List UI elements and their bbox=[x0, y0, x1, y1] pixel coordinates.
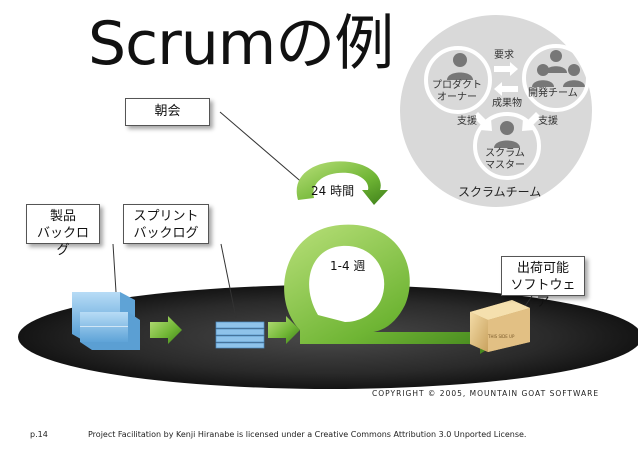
po-circle bbox=[424, 46, 492, 114]
support-right-label: 支援 bbox=[538, 116, 558, 127]
product-backlog-line2: バックログ bbox=[36, 226, 89, 258]
daily-meeting-label: 朝会 bbox=[154, 104, 181, 119]
scrum-master-label: スクラム マスター bbox=[485, 148, 525, 172]
sm-circle bbox=[473, 112, 541, 180]
dev-circle bbox=[522, 44, 590, 112]
flow-arrow-1 bbox=[150, 316, 182, 344]
page-number: p.14 bbox=[30, 430, 48, 439]
scrum-master-line2: マスター bbox=[485, 160, 525, 171]
daily-meeting-callout: 朝会 bbox=[125, 98, 210, 126]
dev-team-icon bbox=[532, 50, 585, 87]
product-owner-icon bbox=[447, 53, 473, 80]
deliverable-label: 成果物 bbox=[492, 98, 522, 109]
page-title: Scrumの例 bbox=[88, 9, 394, 79]
shippable-box bbox=[470, 300, 530, 352]
product-backlog-line1: 製品 bbox=[49, 209, 76, 224]
flow-arrow-2 bbox=[268, 316, 300, 344]
team-circle bbox=[400, 15, 592, 207]
daily-loop-arrow bbox=[296, 161, 388, 205]
product-backlog-callout: 製品 バックログ bbox=[26, 204, 100, 258]
copyright-text: COPYRIGHT © 2005, MOUNTAIN GOAT SOFTWARE bbox=[372, 389, 600, 398]
loop-hole bbox=[309, 245, 385, 322]
team-arrows bbox=[473, 62, 541, 131]
scrum-master-icon bbox=[494, 121, 520, 148]
scrum-team-title: スクラムチーム bbox=[458, 185, 542, 199]
product-owner-line1: プロダクト bbox=[432, 80, 482, 91]
sprint-backlog-stack bbox=[215, 321, 265, 349]
scrum-master-line1: スクラム bbox=[485, 148, 525, 159]
sprint-backlog-line2: バックログ bbox=[133, 226, 199, 241]
shippable-callout: 出荷可能 ソフトウェア bbox=[501, 256, 585, 310]
support-left-label: 支援 bbox=[457, 116, 477, 127]
sprint-backlog-callout: スプリント バックログ bbox=[123, 204, 209, 244]
dev-team-label: 開発チーム bbox=[528, 88, 578, 99]
request-label: 要求 bbox=[494, 50, 514, 61]
daily-cycle-label: 24 時間 bbox=[311, 184, 355, 198]
sprint-backlog-connector bbox=[220, 243, 237, 319]
product-backlog-stack bbox=[72, 292, 140, 350]
product-owner-label: プロダクト オーナー bbox=[432, 80, 482, 104]
product-owner-line2: オーナー bbox=[437, 92, 477, 103]
sprint-cycle-label: 1-4 週 bbox=[330, 259, 366, 273]
license-text: Project Facilitation by Kenji Hiranabe i… bbox=[88, 430, 527, 439]
shippable-line2: ソフトウェア bbox=[510, 278, 576, 310]
box-label: THIS SIDE UP bbox=[488, 334, 515, 339]
team-people bbox=[447, 50, 585, 148]
sprint-backlog-line1: スプリント bbox=[133, 209, 199, 224]
daily-connector bbox=[219, 111, 306, 186]
product-backlog-connector bbox=[112, 243, 117, 293]
shippable-line1: 出荷可能 bbox=[516, 261, 569, 276]
